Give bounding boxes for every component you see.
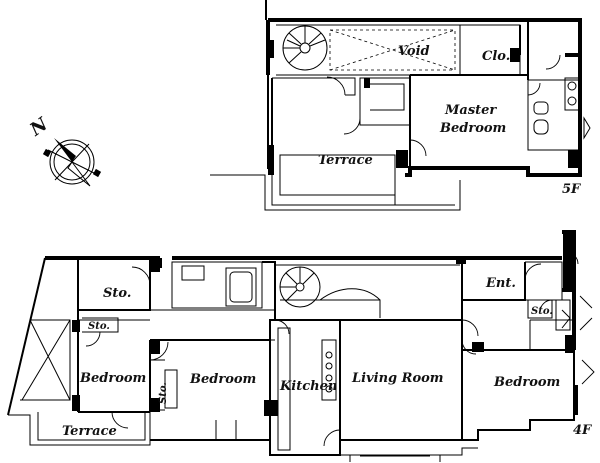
spiral-stair-4f: [279, 266, 381, 318]
room-label-bedroom-right: Bedroom: [493, 375, 560, 390]
room-label-storage-vertical: Sto.: [158, 382, 169, 404]
floor-4f: Sto. Sto. Bedroom Sto. Bedroom Kitchen L…: [7, 230, 595, 462]
floor-label-4f: 4F: [573, 423, 592, 438]
room-label-living-room: Living Room: [351, 371, 444, 386]
room-label-master-bedroom-1: Master: [444, 103, 497, 118]
compass-north-label: N: [25, 113, 53, 141]
room-label-closet: Clo.: [482, 49, 510, 64]
compass-rose-icon: N: [25, 113, 102, 187]
room-label-storage-left: Sto.: [103, 286, 131, 301]
room-label-bedroom-middle: Bedroom: [189, 372, 256, 387]
room-label-terrace-5f: Terrace: [318, 153, 373, 168]
room-label-master-bedroom-2: Bedroom: [439, 121, 506, 136]
floor-5f: Void Clo. Master Bedroom Terrace 5F: [210, 0, 591, 211]
room-label-storage-small: Sto.: [88, 321, 110, 332]
room-label-storage-entrance: Sto.: [531, 306, 553, 317]
room-label-terrace-4f: Terrace: [62, 424, 117, 439]
spiral-stair-5f: [282, 25, 328, 71]
room-label-bedroom-left: Bedroom: [79, 371, 146, 386]
room-label-kitchen: Kitchen: [279, 379, 337, 394]
room-label-entrance: Ent.: [485, 276, 516, 291]
floor-label-5f: 5F: [562, 182, 581, 197]
room-label-void: Void: [398, 44, 430, 59]
